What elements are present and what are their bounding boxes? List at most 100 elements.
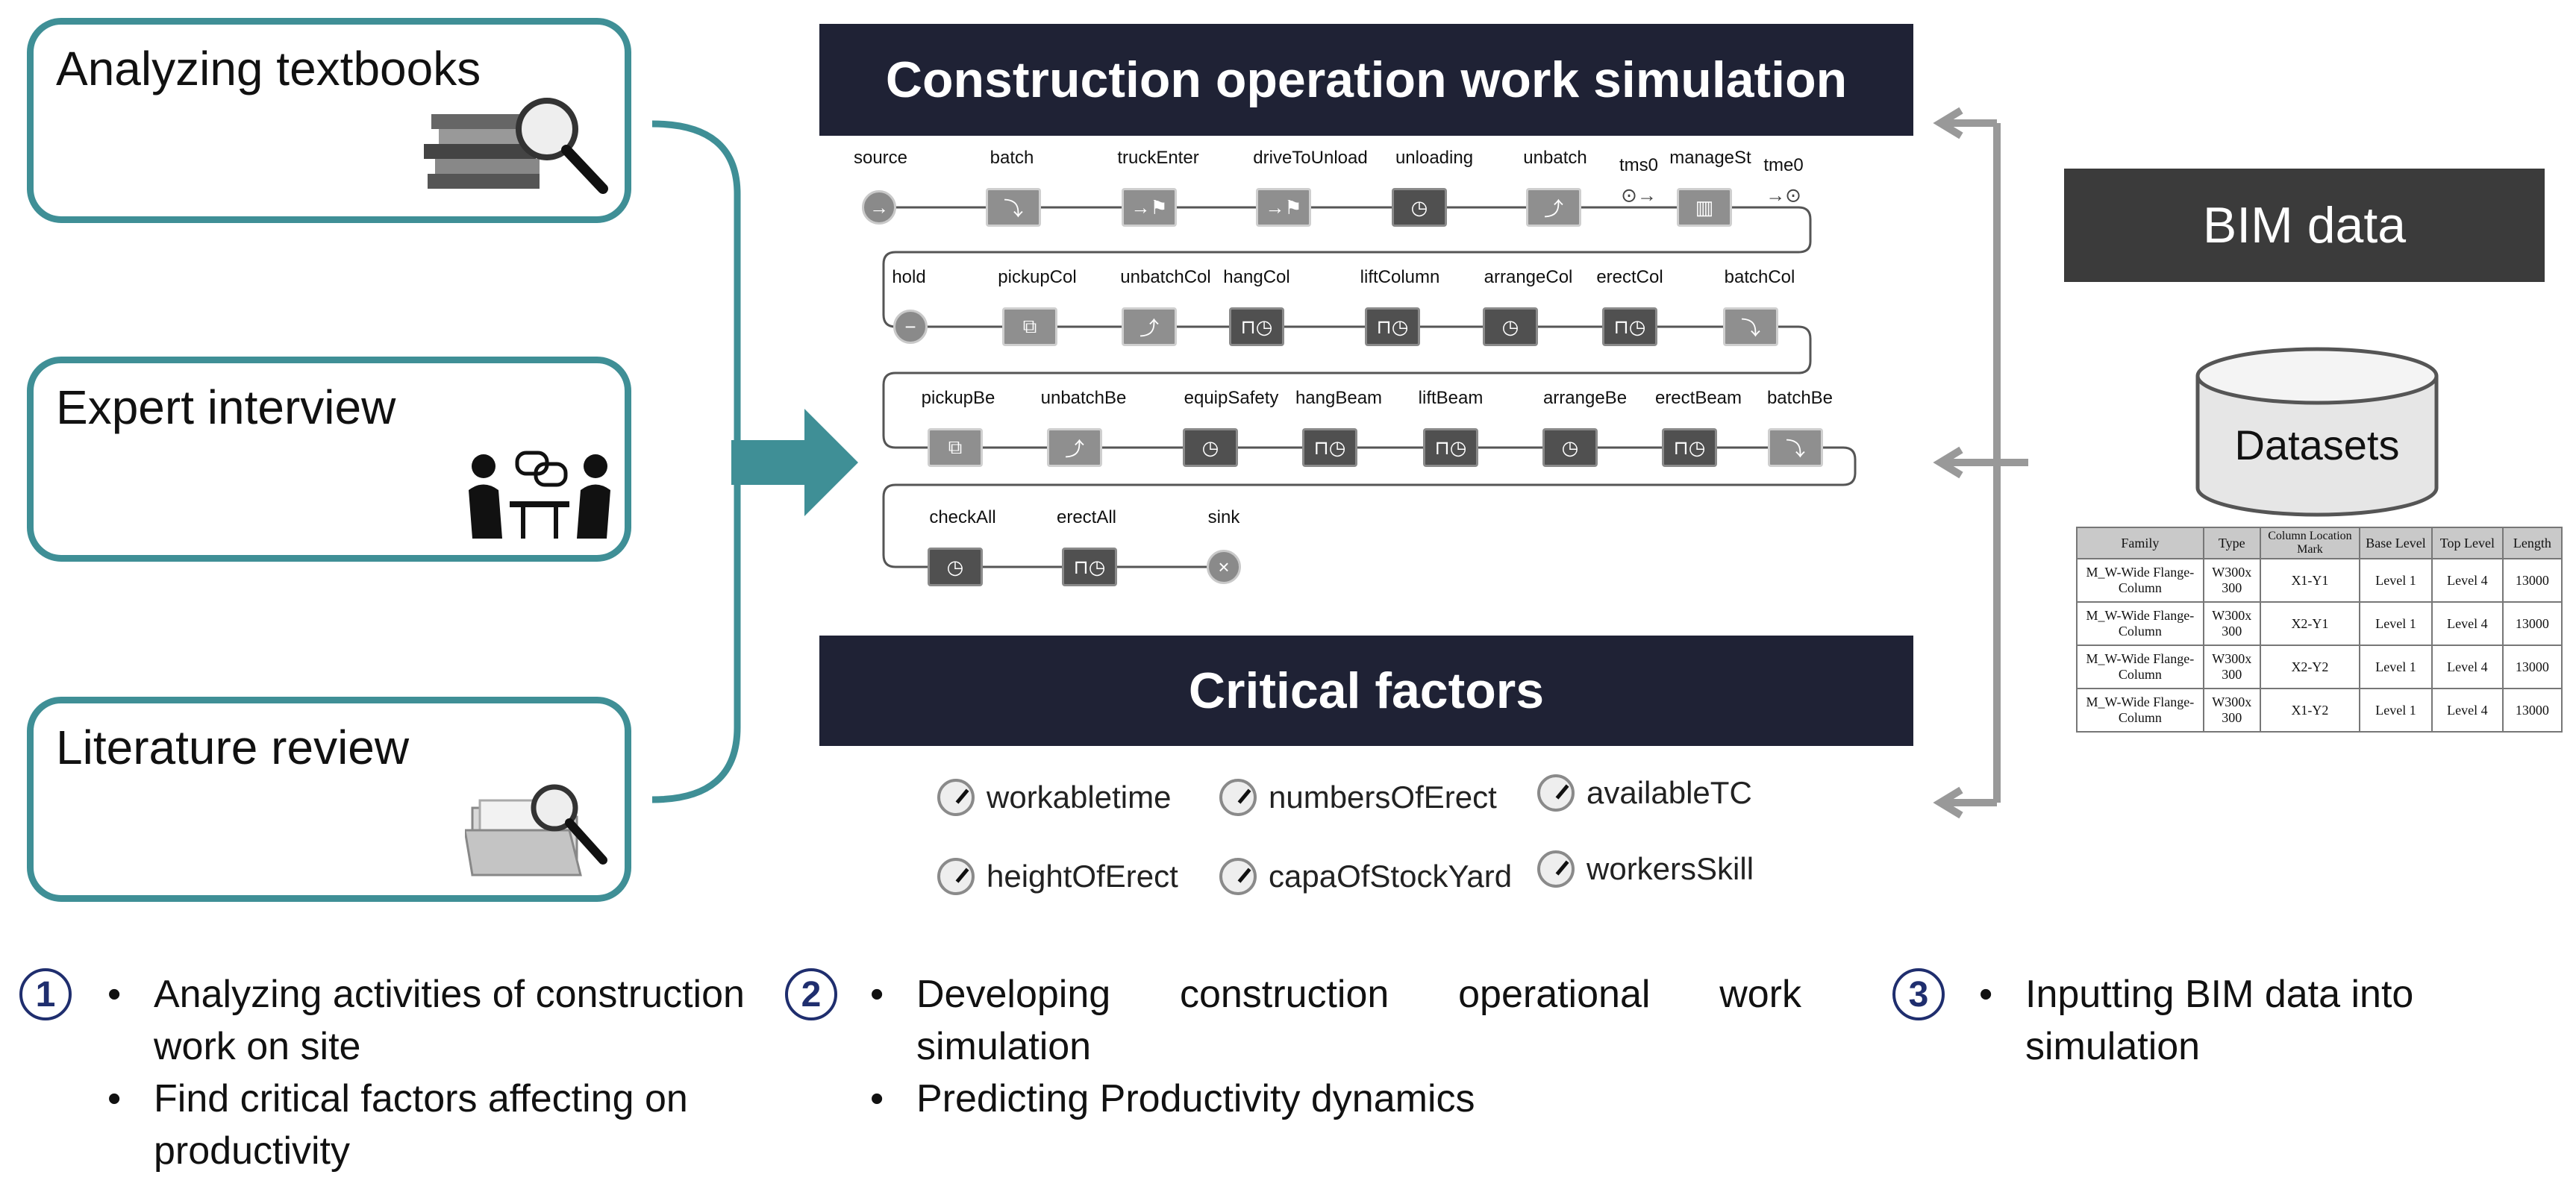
- factor-workersSkill[interactable]: workersSkill: [1537, 850, 1754, 888]
- bullet-item: Developing construction operational work…: [869, 968, 1801, 1073]
- bullet-item: Predicting Productivity dynamics: [869, 1073, 1801, 1125]
- factor-workabletime[interactable]: workabletime: [937, 779, 1171, 816]
- node-label: arrangeBe: [1542, 388, 1628, 408]
- step-1-bullets: Analyzing activities of construction wor…: [106, 968, 748, 1177]
- delay-clock-icon[interactable]: ◷: [1542, 428, 1598, 467]
- seize-delay-icon[interactable]: ⊓◷: [1602, 307, 1657, 346]
- parameter-gauge-icon: [937, 858, 975, 895]
- table-cell: M_W-Wide Flange-Column: [2076, 688, 2204, 733]
- bullet-item: Find critical factors affecting on produ…: [106, 1073, 748, 1177]
- pickup-node-icon[interactable]: ⧉: [928, 428, 983, 467]
- node-label: unloading: [1395, 148, 1474, 168]
- critical-factors-title-bar: Critical factors: [819, 636, 1913, 746]
- table-cell: 13000: [2501, 558, 2563, 603]
- batch-node-icon[interactable]: ⤵: [986, 188, 1041, 227]
- table-header: Length: [2501, 527, 2563, 559]
- table-cell: 13000: [2501, 688, 2563, 733]
- table-row: M_W-Wide Flange-Column W300x 300 X1-Y1 L…: [2076, 558, 2563, 603]
- seize-delay-icon[interactable]: ⊓◷: [1423, 428, 1478, 467]
- bim-data-title: BIM data: [2202, 197, 2407, 254]
- node-label: liftColumn: [1360, 267, 1440, 287]
- parameter-gauge-icon: [1219, 779, 1257, 816]
- unbatch-node-icon[interactable]: ⤴: [1047, 428, 1102, 467]
- hold-node-icon[interactable]: −: [893, 310, 928, 344]
- table-row: M_W-Wide Flange-Column W300x 300 X1-Y2 L…: [2076, 688, 2563, 733]
- delay-clock-icon[interactable]: ◷: [1392, 188, 1447, 227]
- factor-label: workersSkill: [1586, 851, 1754, 886]
- parameter-gauge-icon: [1537, 774, 1575, 812]
- sink-node-icon[interactable]: ×: [1207, 550, 1241, 584]
- method-title: Analyzing textbooks: [56, 42, 481, 95]
- method-box-interview: Expert interview: [27, 357, 631, 562]
- bullet-item: Inputting BIM data into simulation: [1978, 968, 2515, 1073]
- table-cell: W300x 300: [2202, 645, 2261, 689]
- table-row: M_W-Wide Flange-Column W300x 300 X2-Y1 L…: [2076, 601, 2563, 646]
- node-label: batchCol: [1724, 267, 1795, 287]
- node-label: arrangeCol: [1484, 267, 1573, 287]
- factor-label: availableTC: [1586, 775, 1752, 810]
- table-cell: Level 4: [2430, 558, 2504, 603]
- table-cell: Level 1: [2359, 558, 2433, 603]
- bim-data-title-bar: BIM data: [2064, 169, 2545, 282]
- folder-magnifier-icon: [463, 778, 614, 886]
- delay-clock-icon[interactable]: ◷: [1483, 307, 1538, 346]
- method-box-textbooks: Analyzing textbooks: [27, 18, 631, 223]
- node-label: manageSt: [1669, 148, 1751, 168]
- table-cell: X2-Y2: [2259, 645, 2361, 689]
- node-label: erectBeam: [1654, 388, 1742, 408]
- seize-delay-icon[interactable]: ⊓◷: [1662, 428, 1717, 467]
- factor-numbersOfErect[interactable]: numbersOfErect: [1219, 779, 1497, 816]
- bullet-item: Analyzing activities of construction wor…: [106, 968, 748, 1073]
- node-label: truckEnter: [1117, 148, 1199, 168]
- delay-clock-icon[interactable]: ◷: [928, 548, 983, 586]
- source-node-icon[interactable]: →: [862, 190, 896, 225]
- table-cell: 13000: [2501, 601, 2563, 646]
- resource-node-icon[interactable]: ▥: [1677, 188, 1732, 227]
- node-label: unbatchCol: [1120, 267, 1211, 287]
- factor-label: heightOfErect: [987, 859, 1178, 894]
- method-title: Expert interview: [56, 380, 396, 434]
- factor-label: workabletime: [987, 780, 1172, 815]
- parameter-gauge-icon: [937, 779, 975, 816]
- unbatch-node-icon[interactable]: ⤴: [1122, 307, 1177, 346]
- node-label: hold: [892, 267, 926, 287]
- factor-heightOfErect[interactable]: heightOfErect: [937, 858, 1178, 895]
- node-label: hangBeam: [1295, 388, 1383, 408]
- table-header: Column Location Mark: [2259, 527, 2361, 559]
- table-cell: M_W-Wide Flange-Column: [2076, 601, 2204, 646]
- table-cell: Level 4: [2430, 601, 2504, 646]
- parameter-gauge-icon: [1537, 850, 1575, 888]
- node-label: batch: [990, 148, 1034, 168]
- batch-node-icon[interactable]: ⤵: [1768, 428, 1823, 467]
- delay-clock-icon[interactable]: ◷: [1183, 428, 1238, 467]
- factor-availableTC[interactable]: availableTC: [1537, 774, 1752, 812]
- pickup-node-icon[interactable]: ⧉: [1002, 307, 1057, 346]
- time-measure-start-icon[interactable]: ⊙→: [1621, 184, 1657, 207]
- step-number-badge: 1: [19, 968, 72, 1020]
- table-cell: X1-Y2: [2259, 688, 2361, 733]
- node-label: tms0: [1619, 155, 1659, 175]
- node-label: erectAll: [1056, 507, 1117, 527]
- seize-delay-icon[interactable]: ⊓◷: [1229, 307, 1284, 346]
- seize-delay-icon[interactable]: ⊓◷: [1302, 428, 1357, 467]
- node-label: tme0: [1763, 155, 1804, 175]
- factor-label: capaOfStockYard: [1269, 859, 1513, 894]
- seize-delay-icon[interactable]: ⊓◷: [1062, 548, 1117, 586]
- node-label: source: [853, 148, 908, 168]
- step-3-bullets: Inputting BIM data into simulation: [1978, 968, 2515, 1073]
- table-cell: Level 1: [2359, 645, 2433, 689]
- node-label: unbatchBe: [1040, 388, 1127, 408]
- time-measure-end-icon[interactable]: →⊙: [1766, 184, 1801, 207]
- table-cell: X2-Y1: [2259, 601, 2361, 646]
- step-2-bullets: Developing construction operational work…: [869, 968, 1801, 1125]
- table-header: Top Level: [2430, 527, 2504, 559]
- seize-delay-icon[interactable]: ⊓◷: [1365, 307, 1420, 346]
- step-number-badge: 3: [1892, 968, 1945, 1020]
- unbatch-node-icon[interactable]: ⤴: [1526, 188, 1581, 227]
- move-node-icon[interactable]: →⚑: [1256, 188, 1311, 227]
- move-node-icon[interactable]: →⚑: [1122, 188, 1177, 227]
- factor-capaOfStockYard[interactable]: capaOfStockYard: [1219, 858, 1512, 895]
- node-label: checkAll: [929, 507, 996, 527]
- batch-node-icon[interactable]: ⤵: [1723, 307, 1778, 346]
